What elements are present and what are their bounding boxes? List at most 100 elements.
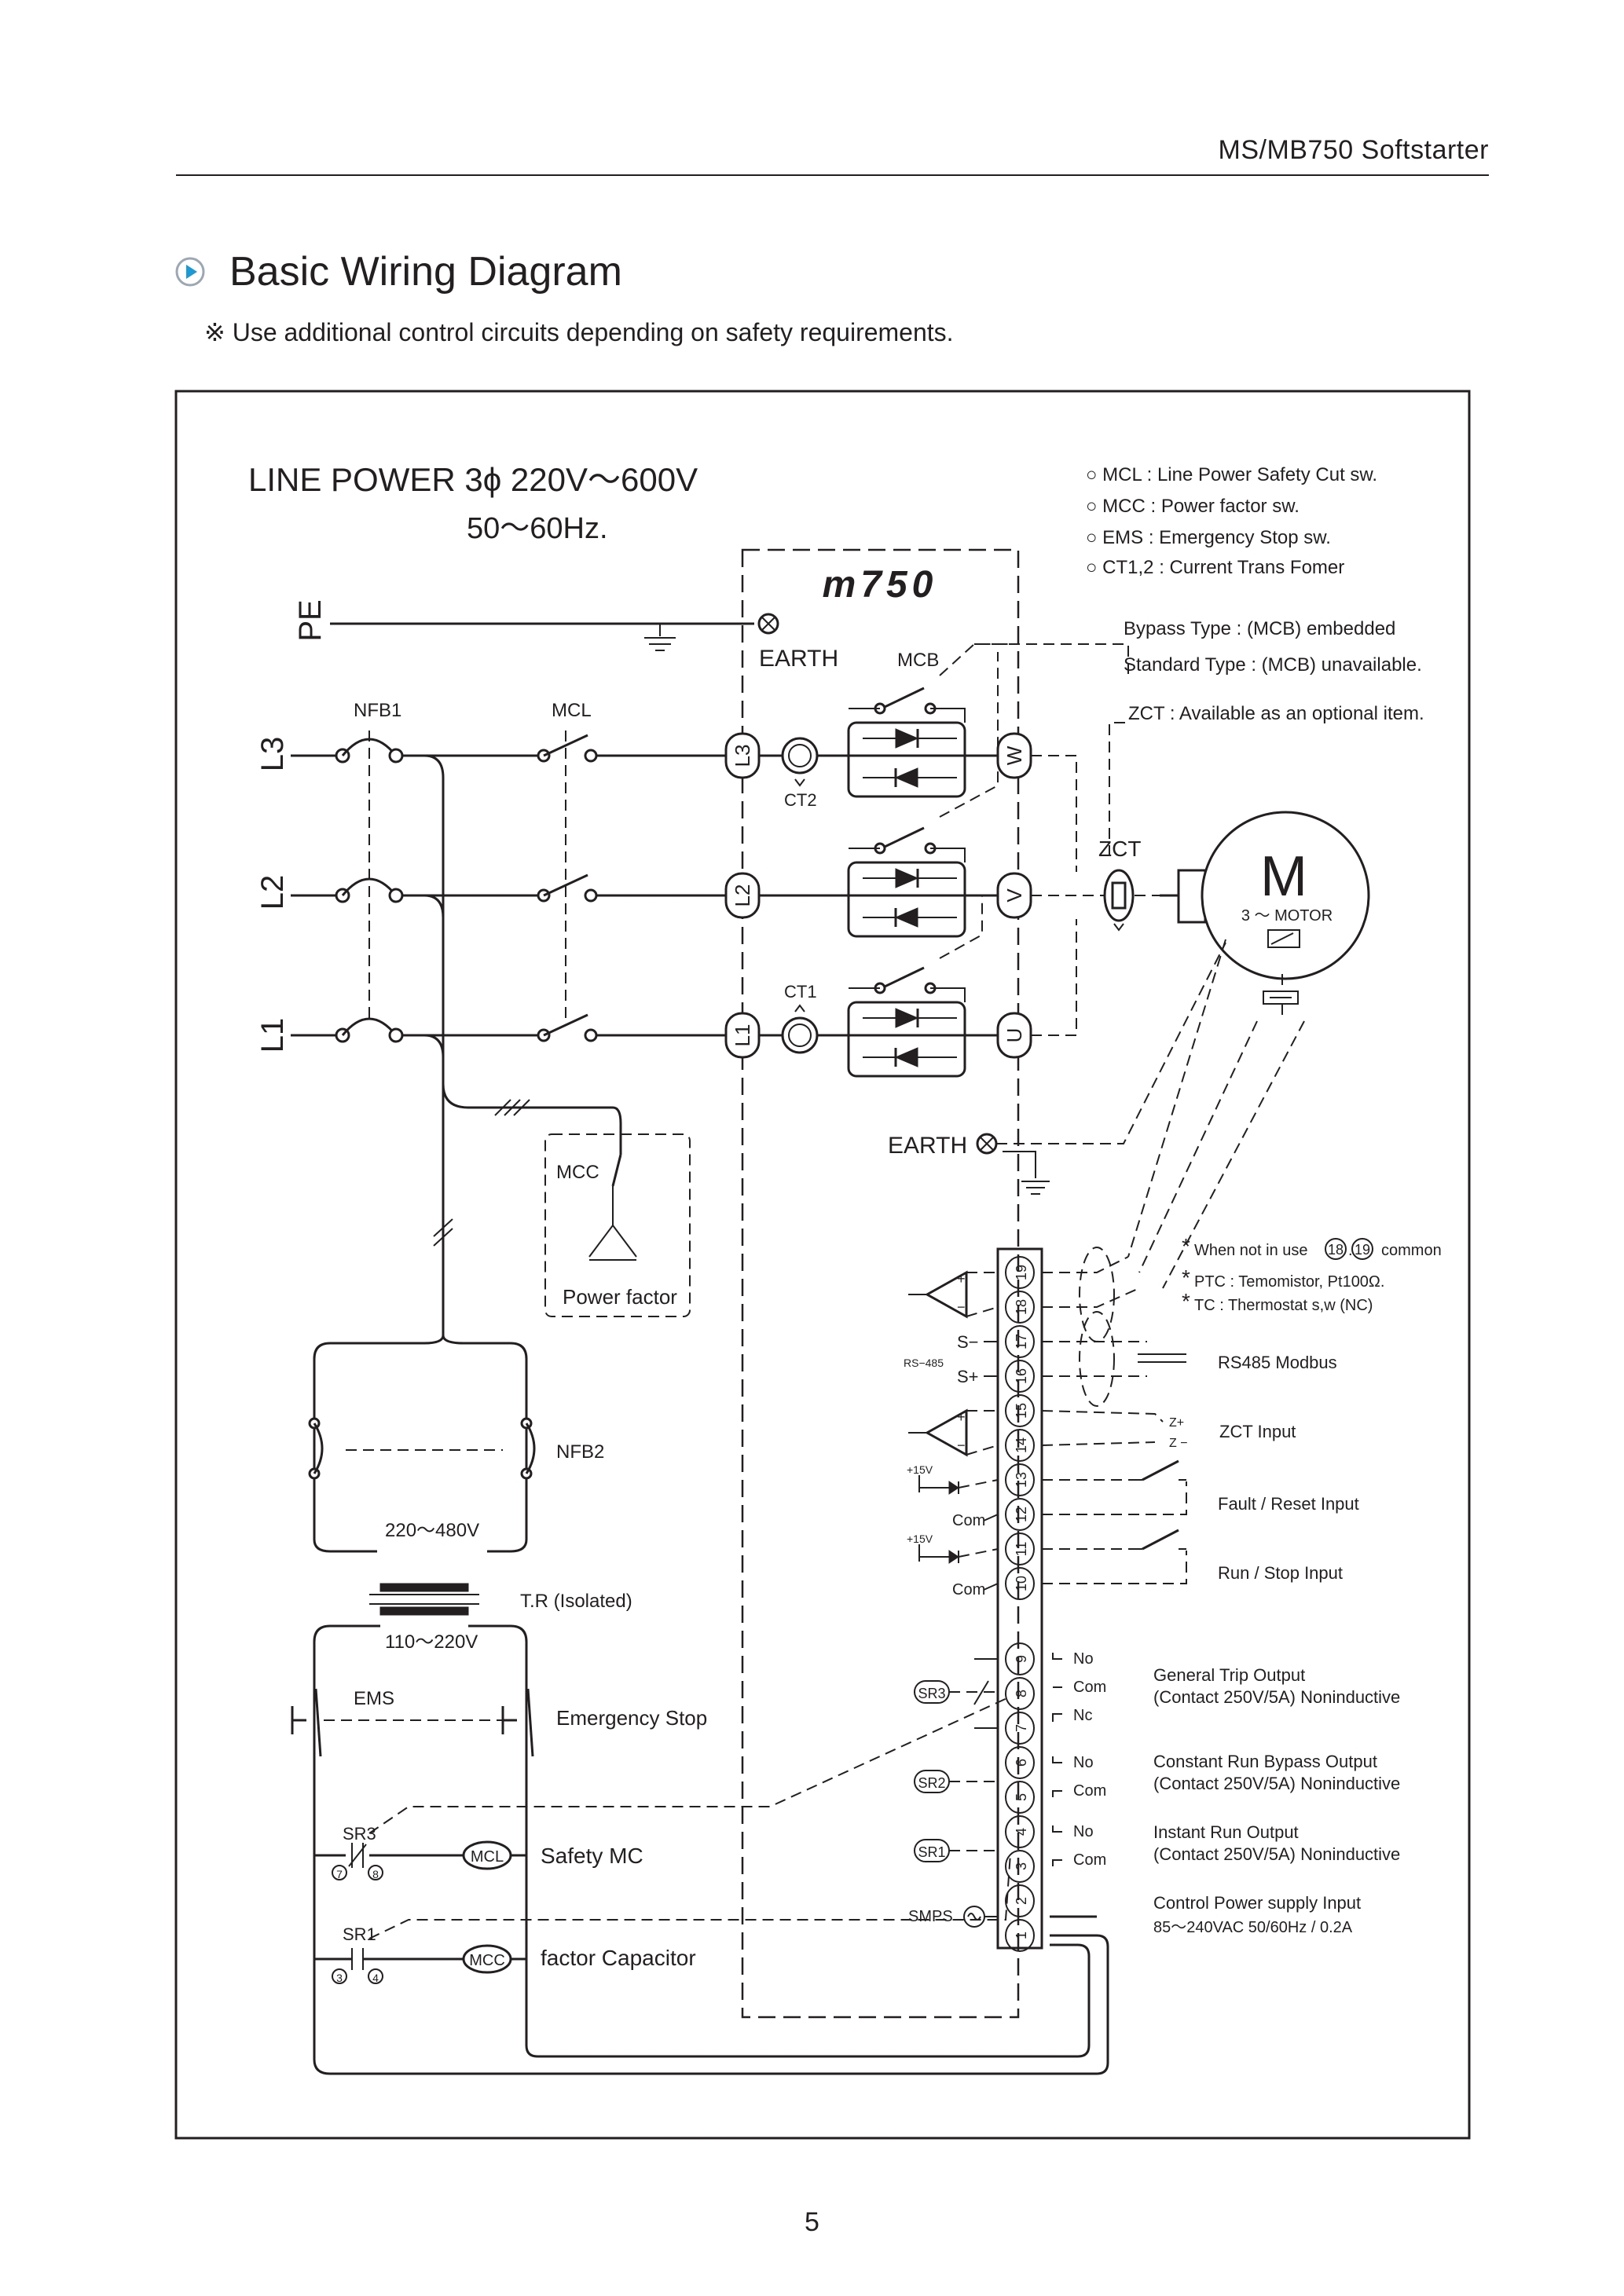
earth-terminal-bottom-icon (976, 1133, 998, 1155)
z-minus-label: Z − (1169, 1437, 1188, 1450)
ct1-label: CT1 (784, 982, 817, 1002)
svg-text:19: 19 (1014, 1265, 1029, 1280)
svg-text:14: 14 (1014, 1437, 1029, 1453)
svg-text:W: W (1003, 745, 1026, 765)
ct2-label: CT2 (784, 790, 817, 810)
header-rule (176, 174, 1489, 176)
contact-no: No (1073, 1650, 1094, 1668)
svg-text:L2: L2 (731, 884, 754, 907)
contact-com: Com (1073, 1679, 1106, 1696)
thyristor-unit-v (847, 826, 966, 938)
svg-text:−: − (957, 1299, 966, 1315)
mcb-label: MCB (897, 650, 939, 671)
input-terminal-l1: L1 (724, 1012, 761, 1059)
sr1-label: SR1 (343, 1924, 376, 1944)
motor-label: M (1260, 845, 1307, 908)
terminal-15: 15 (1005, 1394, 1035, 1427)
mcc-box (544, 1133, 691, 1317)
contact-com: Com (1073, 1851, 1106, 1869)
run-stop-switch-icon (1131, 1529, 1186, 1551)
motor-sublabel: 3 ～ MOTOR (1241, 907, 1333, 925)
legend-item: ○ EMS : Emergency Stop sw. (1086, 527, 1331, 548)
safety-mc-label: Safety MC (541, 1844, 643, 1868)
terminal-9: 9 (1005, 1642, 1035, 1675)
svg-text:3: 3 (336, 1972, 343, 1984)
tap-l2 (423, 894, 445, 918)
svg-text:8: 8 (1014, 1690, 1029, 1697)
terminal-14: 14 (1005, 1429, 1035, 1462)
v15-label-b: +15V (907, 1532, 933, 1545)
svg-text:16: 16 (1014, 1368, 1029, 1384)
earth-bottom-label: EARTH (888, 1133, 967, 1159)
svg-text:V: V (1003, 888, 1026, 903)
mcc-coil-label: MCC (469, 1952, 505, 1969)
svg-text:18: 18 (1014, 1299, 1029, 1315)
emergency-stop-label: Emergency Stop (556, 1706, 707, 1730)
phase-l2 (291, 873, 726, 903)
page-number: 5 (805, 2207, 819, 2237)
svg-text:13: 13 (1014, 1472, 1029, 1488)
bypass-note: Standard Type : (MCB) unavailable. (1124, 654, 1422, 676)
com-label-a: Com (952, 1512, 985, 1529)
control-loop-left (313, 1624, 1109, 2075)
circle-19-icon (1351, 1238, 1373, 1260)
svg-text:+: + (957, 1409, 966, 1425)
motor-icon (1160, 811, 1370, 980)
thyristor-unit-u (847, 966, 966, 1078)
terminal-3: 3 (1005, 1850, 1035, 1883)
nfb1-label: NFB1 (354, 700, 401, 721)
sr3-relay-label: SR3 (918, 1686, 945, 1701)
model-logo: m750 (823, 564, 938, 606)
sr3-label: SR3 (343, 1824, 376, 1844)
mcl-coil-label: MCL (471, 1848, 504, 1866)
terminal-10: 10 (1005, 1567, 1035, 1600)
fault-reset-switch-icon (1131, 1459, 1186, 1481)
general-trip-sublabel: (Contact 250V/5A) Noninductive (1153, 1687, 1400, 1707)
softstarter-enclosure (741, 548, 1020, 2019)
terminal-8: 8 (1005, 1677, 1035, 1710)
s-plus-label: S+ (957, 1367, 979, 1386)
primary-voltage-label: 220～480V (385, 1520, 479, 1541)
svg-text:10: 10 (1014, 1576, 1029, 1591)
terminal-18: 18 (1005, 1291, 1035, 1324)
control-power-label: Control Power supply Input (1153, 1893, 1361, 1913)
legend-item: ○ CT1,2 : Current Trans Fomer (1086, 557, 1344, 578)
svg-text:12: 12 (1014, 1507, 1029, 1522)
ground-icon (644, 624, 676, 651)
svg-text:17: 17 (1014, 1334, 1029, 1349)
phase-l1 (291, 1013, 726, 1043)
ptc-amplifier-icon: + − (908, 1270, 999, 1319)
instant-run-label: Instant Run Output (1153, 1822, 1299, 1842)
svg-text:3: 3 (1014, 1862, 1029, 1870)
terminal-5: 5 (1005, 1781, 1035, 1814)
svg-text:L1: L1 (731, 1024, 754, 1047)
tap-l3 (423, 754, 445, 1335)
terminal-1: 1 (1005, 1919, 1035, 1952)
contact-no: No (1073, 1754, 1094, 1771)
earth-top-label: EARTH (759, 646, 838, 672)
mcc-feed (442, 1083, 622, 1155)
bypass-output-sublabel: (Contact 250V/5A) Noninductive (1153, 1774, 1400, 1793)
svg-text:6: 6 (1014, 1759, 1029, 1767)
sr3-relay-icon (914, 1658, 998, 1729)
terminal-19: 19 (1005, 1256, 1035, 1289)
fault-reset-label: Fault / Reset Input (1218, 1494, 1359, 1514)
instant-run-sublabel: (Contact 250V/5A) Noninductive (1153, 1844, 1400, 1864)
contact-no: No (1073, 1823, 1094, 1840)
section-heading: Basic Wiring Diagram (174, 248, 622, 295)
tap-l1 (423, 1034, 445, 1058)
line-label-l3: L3 (255, 737, 290, 772)
note-unused: When not in use (1194, 1242, 1308, 1259)
input-terminal-l3: L3 (724, 732, 761, 779)
svg-text:7: 7 (336, 1868, 343, 1880)
terminal-7: 7 (1005, 1712, 1035, 1745)
terminal-13: 13 (1005, 1463, 1035, 1496)
earth-terminal-icon (757, 613, 779, 635)
svg-text:4: 4 (372, 1972, 379, 1984)
svg-text:11: 11 (1014, 1542, 1029, 1557)
ems-label: EMS (354, 1688, 394, 1709)
contact-com: Com (1073, 1782, 1106, 1800)
frequency-label: 50～60Hz. (467, 512, 608, 545)
diagram-frame (174, 390, 1471, 2140)
svg-text:1: 1 (1014, 1932, 1029, 1939)
